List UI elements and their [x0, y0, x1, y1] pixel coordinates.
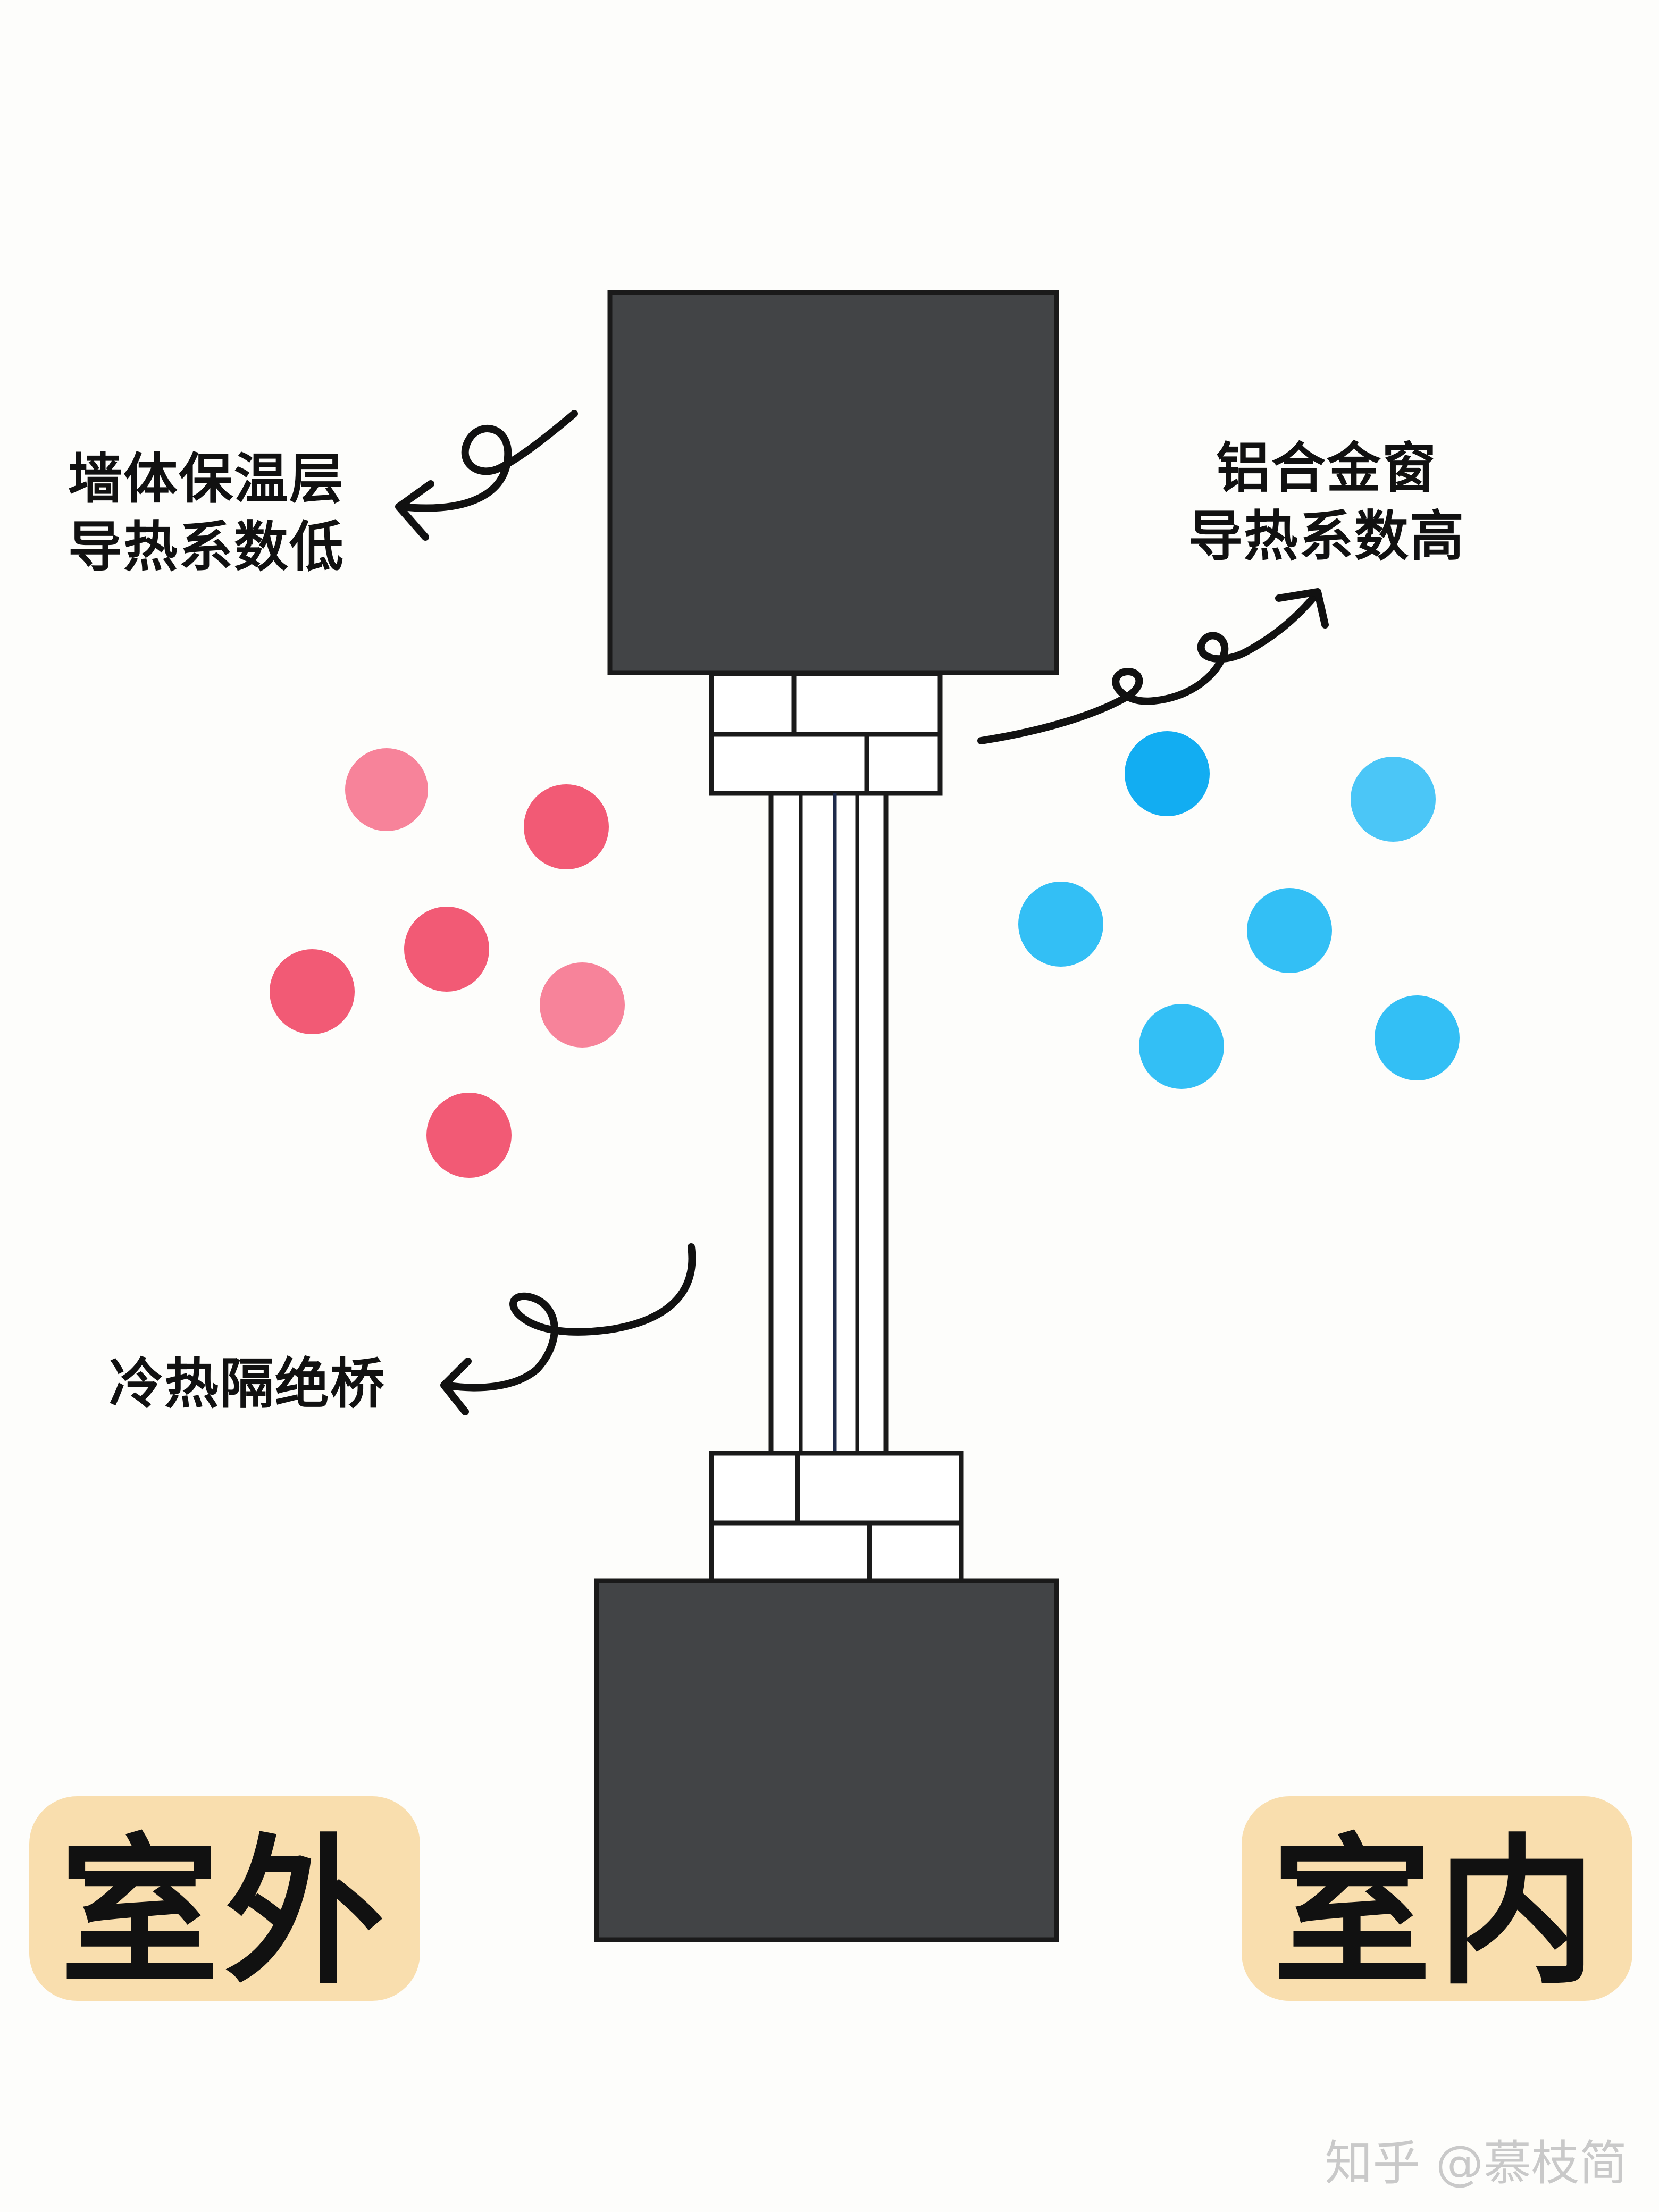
cool-particles: [1018, 731, 1460, 1089]
window-frame-profile: [768, 791, 889, 1456]
label-thermal-break: 冷热隔绝桥: [109, 1353, 386, 1416]
cool-particle: [1139, 1004, 1224, 1089]
warm-particles: [270, 748, 625, 1178]
label-aluminum-window-line-2: 导热系数高: [1188, 505, 1465, 568]
warm-particle: [426, 1093, 512, 1178]
brick-group-top: [709, 671, 943, 796]
warm-particle: [540, 962, 625, 1048]
brick-group-bottom: [709, 1451, 964, 1583]
cool-particle: [1375, 995, 1460, 1080]
arrow-wall-insulation: [395, 410, 578, 541]
label-wall-insulation: 墙体保温层 导热系数低: [68, 446, 345, 581]
arrow-aluminum-window: [977, 588, 1329, 744]
warm-particle: [524, 784, 609, 869]
badge-indoor: 室内: [1242, 1796, 1632, 2006]
warm-particle: [345, 748, 428, 831]
label-aluminum-window: 铝合金窗 导热系数高: [1188, 435, 1465, 571]
watermark: 知乎 @慕枝简: [1325, 2135, 1627, 2191]
arrow-thermal-break: [440, 1243, 696, 1415]
wall-block-top: [607, 290, 1059, 675]
badge-indoor-text: 室内: [1272, 1820, 1602, 2006]
badge-outdoor: 室外: [29, 1796, 420, 2006]
warm-particle: [270, 949, 355, 1034]
wall-block-bottom: [594, 1578, 1059, 1942]
label-wall-insulation-line-1: 墙体保温层: [68, 448, 345, 511]
cool-particle: [1125, 731, 1210, 816]
warm-particle: [404, 907, 489, 992]
label-wall-insulation-line-2: 导热系数低: [68, 515, 345, 579]
badge-outdoor-text: 室外: [60, 1820, 390, 2006]
cool-particle: [1247, 888, 1332, 973]
cool-particle: [1351, 757, 1436, 842]
cool-particle: [1018, 882, 1103, 967]
label-aluminum-window-line-1: 铝合金窗: [1216, 437, 1437, 500]
